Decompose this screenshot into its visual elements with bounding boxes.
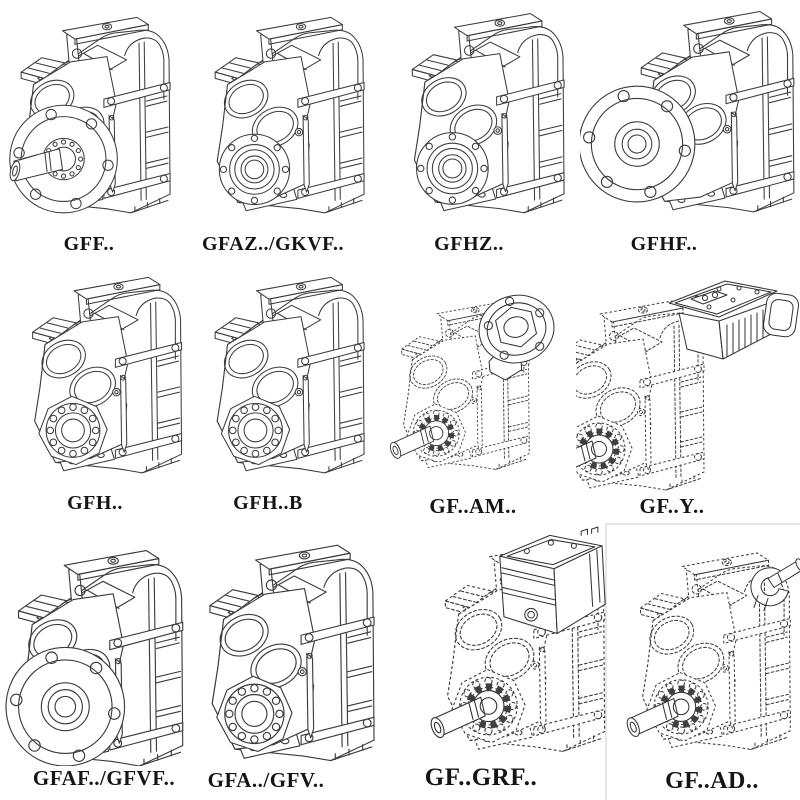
hollow-shaft-gearbox-drawing bbox=[16, 266, 191, 478]
figure-label: GF..GRF.. bbox=[424, 764, 538, 791]
figure-gfad bbox=[610, 534, 800, 769]
phantom-gearbox-shaft-input-drawing bbox=[610, 534, 800, 769]
phantom-gearbox-motor-drawing bbox=[576, 262, 800, 500]
hollow-flange-gearbox-drawing bbox=[196, 6, 376, 218]
figure-label: GFF.. bbox=[63, 233, 115, 255]
figure-label: GFAZ../GKVF.. bbox=[201, 233, 345, 255]
figure-gfa bbox=[194, 532, 382, 767]
figure-label: GFAF../GFVF.. bbox=[32, 766, 176, 790]
hollow-shaft-gearbox-drawing bbox=[196, 266, 376, 478]
figure-label: GF..Y.. bbox=[639, 494, 705, 518]
flange-shaft-gearbox-drawing bbox=[2, 6, 182, 218]
figure-gfaf bbox=[2, 538, 197, 766]
figure-label: GF..AD.. bbox=[665, 768, 759, 794]
figure-gfhb bbox=[196, 266, 376, 478]
figure-label: GFH..B bbox=[233, 492, 303, 514]
figure-gfhf bbox=[578, 2, 800, 214]
figure-label: GFH.. bbox=[67, 492, 123, 514]
hollow-flange-gearbox-drawing bbox=[392, 2, 577, 218]
figure-label: GFHF.. bbox=[630, 233, 698, 255]
phantom-gearbox-iec-flange-drawing bbox=[372, 268, 600, 500]
figure-gfh bbox=[16, 266, 191, 478]
hollow-shaft-gearbox-drawing bbox=[194, 532, 382, 767]
figure-label: GF..AM.. bbox=[429, 494, 517, 518]
figure-label: GFHZ.. bbox=[434, 233, 504, 255]
figure-gfhz bbox=[392, 2, 577, 218]
figure-gff bbox=[2, 6, 182, 218]
flange-hollow-gearbox-drawing bbox=[2, 538, 197, 766]
flange-hollow-gearbox-drawing bbox=[578, 11, 795, 213]
figure-gfy bbox=[576, 262, 800, 500]
figure-gfam bbox=[372, 268, 600, 500]
figure-gfaz bbox=[196, 6, 376, 218]
figure-label: GFA../GFV.. bbox=[207, 768, 325, 792]
